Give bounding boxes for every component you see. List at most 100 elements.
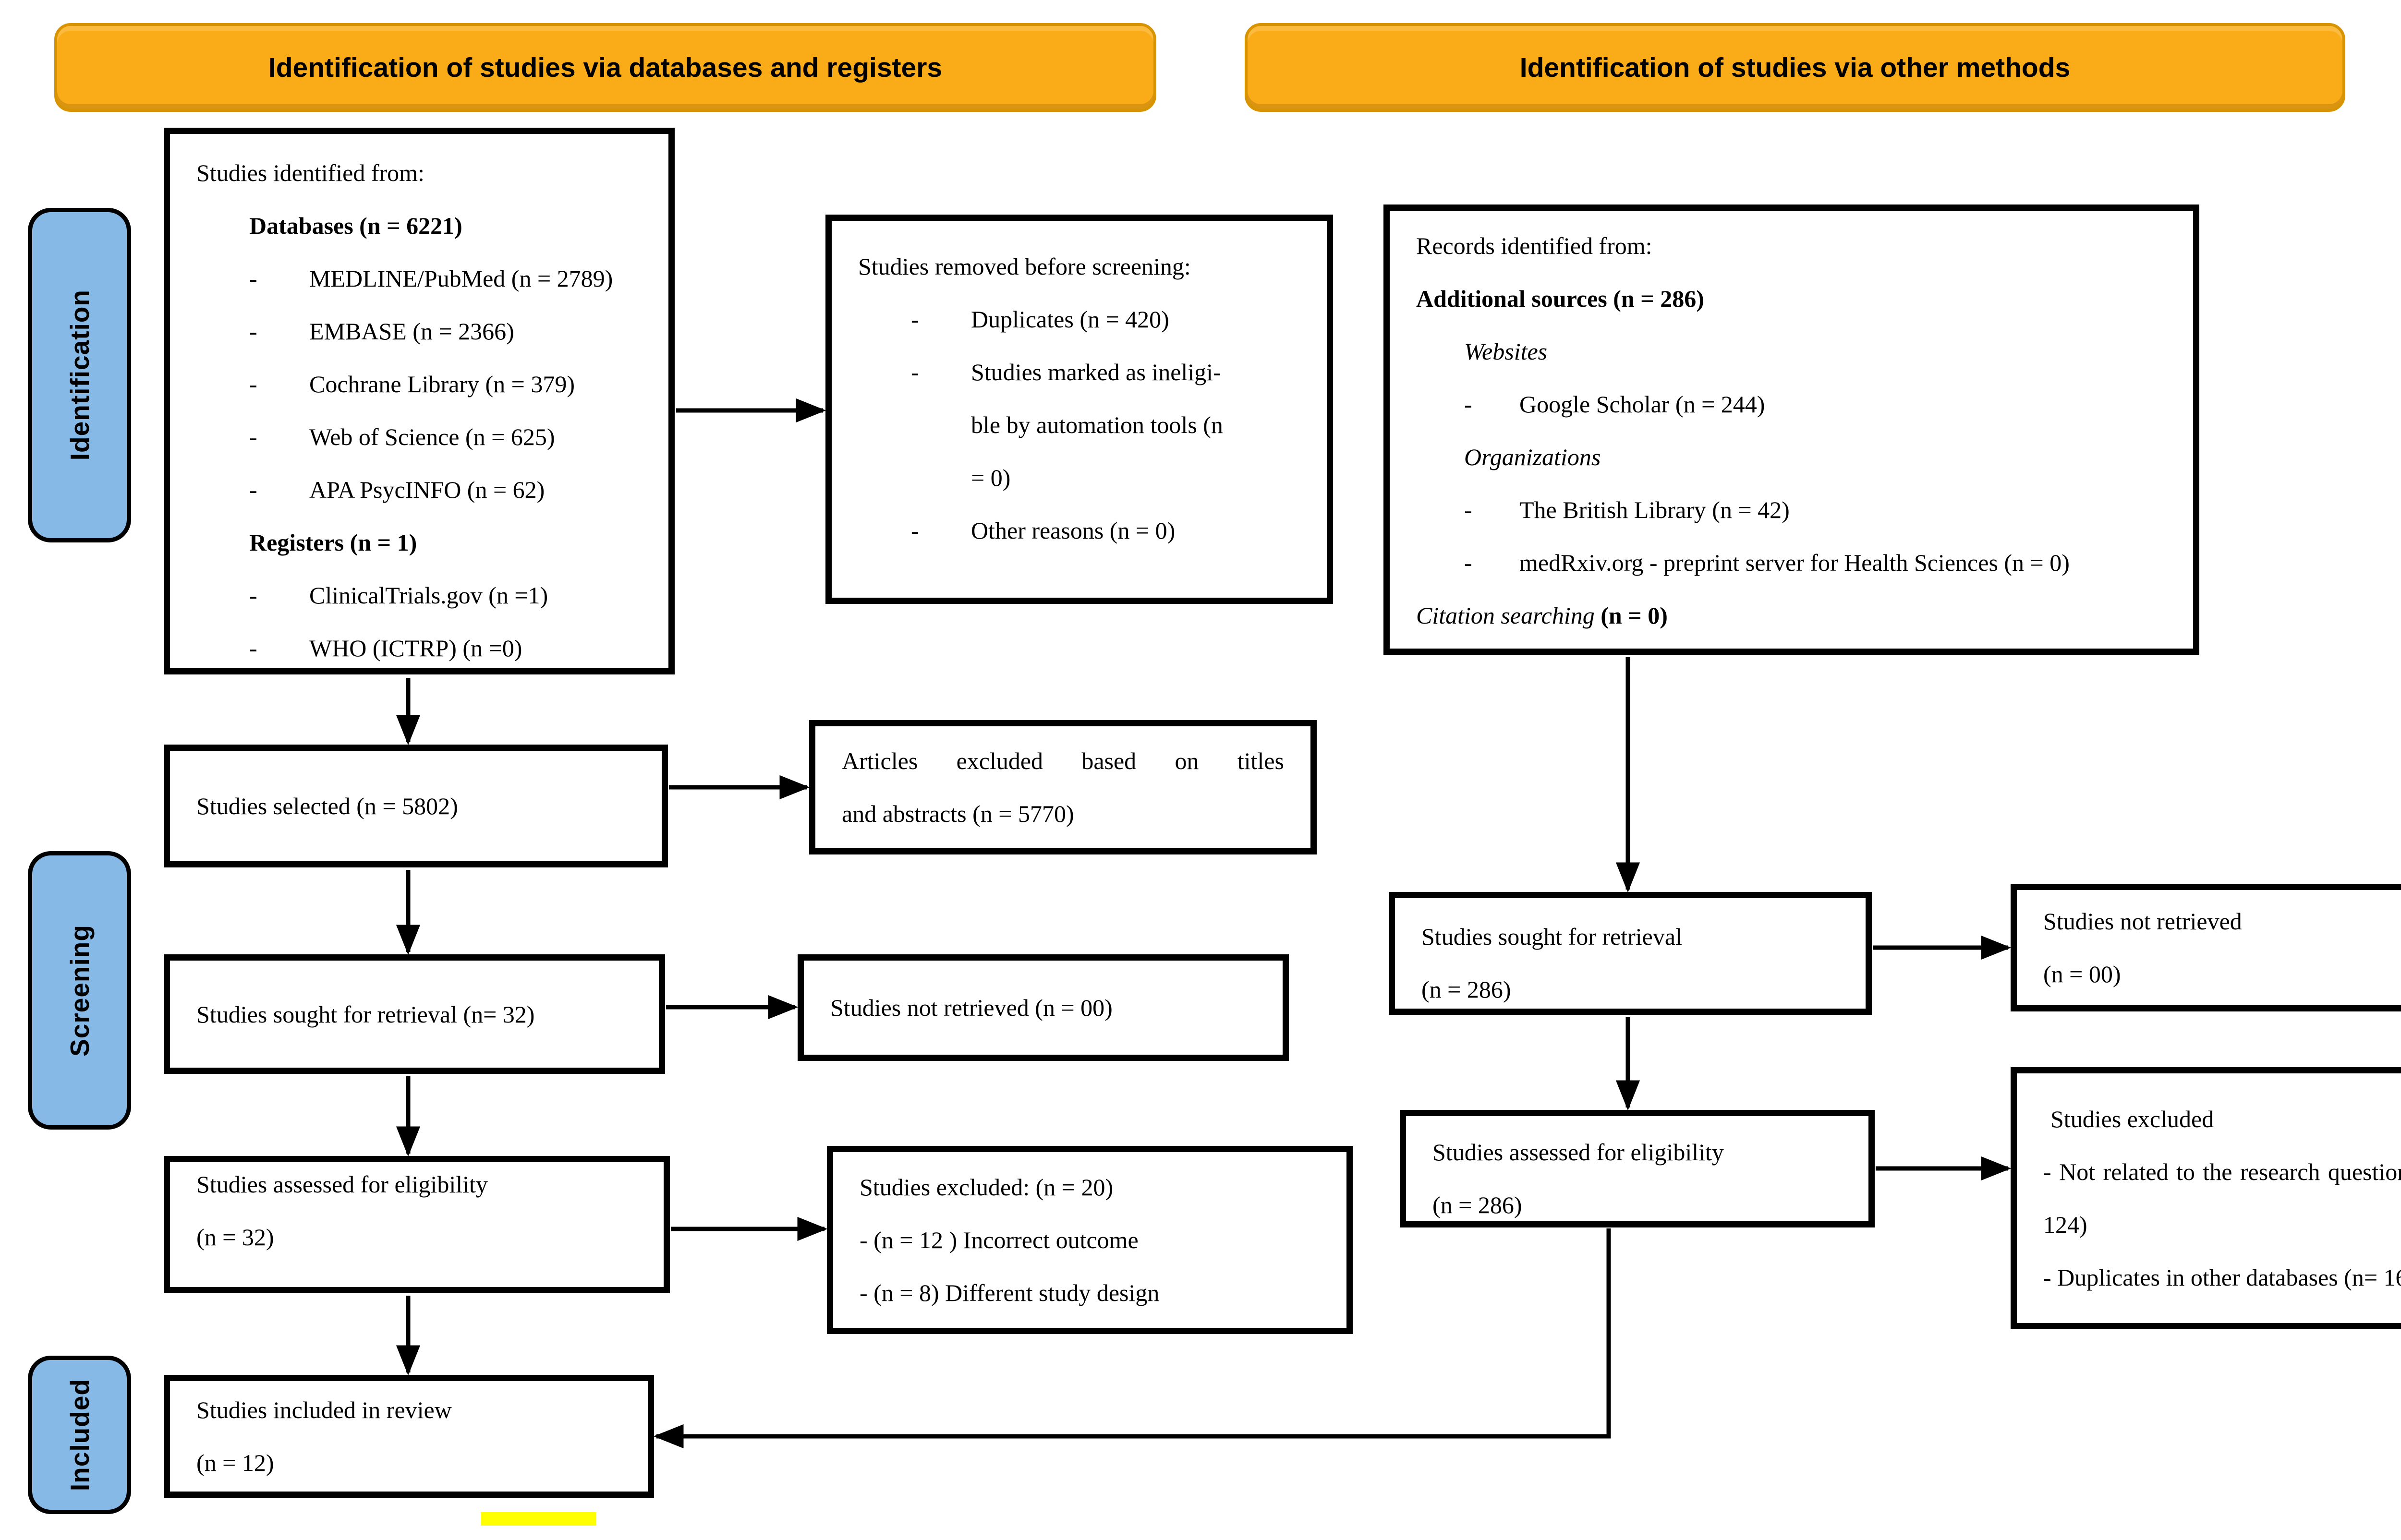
dash-marker: - (249, 371, 257, 397)
list-item: - MEDLINE/PubMed (n = 2789) (196, 252, 642, 305)
studies-assessed-other-line2: (n = 286) (1432, 1191, 1522, 1218)
records-identified-title: Records identified from: (1416, 232, 1652, 259)
db-item-psycinfo: APA PsycINFO (n = 62) (309, 476, 545, 503)
articles-excluded-line1: Articles excluded based on titles (842, 747, 1284, 774)
box-studies-included: Studies included in review (n = 12) (164, 1375, 654, 1498)
studies-not-retrieved-text: Studies not retrieved (n = 00) (830, 994, 1113, 1021)
box-studies-sought: Studies sought for retrieval (n= 32) (164, 954, 665, 1074)
box-studies-excluded-reasons: Studies excluded: (n = 20) - (n = 12 ) I… (827, 1146, 1353, 1334)
studies-excluded-other-title: Studies excluded (2050, 1106, 2214, 1132)
list-item: - Studies marked as ineligi- ble by auto… (858, 346, 1300, 504)
citation-searching-count: (n = 0) (1601, 602, 1668, 629)
databases-heading: Databases (n = 6221) (249, 212, 462, 239)
stage-screening-label: Screening (64, 924, 95, 1057)
db-item-cochrane: Cochrane Library (n = 379) (309, 371, 575, 397)
list-item: - Duplicates (n = 420) (858, 293, 1300, 346)
studies-sought-other-line2: (n = 286) (1421, 976, 1511, 1003)
dash-marker: - (249, 423, 257, 450)
list-item: - Cochrane Library (n = 379) (196, 358, 642, 410)
dash-marker: - (249, 265, 257, 292)
box-studies-not-retrieved-other: Studies not retrieved (n = 00) (2011, 884, 2401, 1011)
box-studies-selected: Studies selected (n = 5802) (164, 745, 668, 867)
studies-selected-text: Studies selected (n = 5802) (196, 793, 458, 819)
removed-item-automation-line2: ble by automation tools (n (971, 411, 1223, 438)
studies-sought-other-line1: Studies sought for retrieval (1421, 923, 1682, 950)
dash-marker: - (249, 476, 257, 503)
dash-marker: - (1464, 391, 1472, 418)
orgs-item-british-library: The British Library (n = 42) (1519, 496, 1790, 523)
registers-heading: Registers (n = 1) (249, 529, 417, 556)
removed-item-automation-line1: Studies marked as ineligi- (971, 359, 1221, 385)
studies-excluded-other-item1-line2: 124) (2043, 1211, 2087, 1238)
list-item: - Other reasons (n = 0) (858, 504, 1300, 557)
organizations-subheading: Organizations (1464, 444, 1601, 470)
stage-included-label: Included (64, 1378, 95, 1492)
box-records-identified: Records identified from: Additional sour… (1383, 205, 2199, 655)
studies-included-line1: Studies included in review (196, 1396, 452, 1423)
banner-other-methods-label: Identification of studies via other meth… (1519, 52, 2071, 83)
studies-not-retrieved-other-line1: Studies not retrieved (2043, 908, 2242, 935)
box-studies-not-retrieved: Studies not retrieved (n = 00) (798, 954, 1289, 1061)
citation-searching-label: Citation searching (1416, 602, 1595, 629)
box-studies-identified: Studies identified from: Databases (n = … (164, 128, 675, 674)
db-item-medline: MEDLINE/PubMed (n = 2789) (309, 265, 613, 292)
orgs-item-medrxiv: medRxiv.org - preprint server for Health… (1519, 549, 2070, 576)
reg-item-who: WHO (ICTRP) (n =0) (309, 635, 522, 662)
dash-marker: - (911, 517, 919, 544)
dash-marker: - (1464, 549, 1472, 576)
banner-other-methods: Identification of studies via other meth… (1245, 23, 2345, 112)
additional-sources-heading: Additional sources (n = 286) (1416, 285, 1704, 312)
studies-assessed-line2: (n = 32) (196, 1224, 274, 1251)
websites-subheading: Websites (1464, 338, 1548, 365)
studies-not-retrieved-other-line2: (n = 00) (2043, 961, 2121, 987)
dash-marker: - (1464, 496, 1472, 523)
dash-marker: - (249, 635, 257, 662)
studies-assessed-line1: Studies assessed for eligibility (196, 1171, 488, 1198)
db-item-embase: EMBASE (n = 2366) (309, 318, 514, 345)
yellow-highlight-mark (481, 1512, 596, 1526)
studies-removed-title: Studies removed before screening: (858, 253, 1191, 280)
stage-identification-label: Identification (64, 289, 95, 461)
dash-marker: - (911, 359, 919, 385)
reg-item-clinicaltrials: ClinicalTrials.gov (n =1) (309, 582, 548, 609)
studies-excluded-title: Studies excluded: (n = 20) (860, 1174, 1114, 1201)
box-articles-excluded: Articles excluded based on titles and ab… (809, 720, 1317, 854)
stage-included: Included (28, 1356, 131, 1514)
box-studies-sought-other: Studies sought for retrieval (n = 286) (1389, 892, 1872, 1015)
banner-databases-registers-label: Identification of studies via databases … (268, 52, 943, 83)
dash-marker: - (249, 582, 257, 609)
box-studies-excluded-other: Studies excluded - Not related to the re… (2011, 1067, 2401, 1329)
studies-excluded-item2: - (n = 8) Different study design (860, 1279, 1160, 1306)
list-item: - APA PsycINFO (n = 62) (196, 463, 642, 516)
removed-item-automation-line3: = 0) (971, 464, 1011, 491)
studies-sought-text: Studies sought for retrieval (n= 32) (196, 1000, 535, 1028)
list-item: - EMBASE (n = 2366) (196, 305, 642, 358)
dash-marker: - (911, 306, 919, 333)
db-item-wos: Web of Science (n = 625) (309, 423, 555, 450)
studies-assessed-other-line1: Studies assessed for eligibility (1432, 1138, 1724, 1166)
removed-item-duplicates: Duplicates (n = 420) (971, 306, 1169, 333)
box-studies-assessed-other: Studies assessed for eligibility (n = 28… (1400, 1110, 1875, 1227)
studies-excluded-other-item1-line1: - Not related to the research question (… (2043, 1158, 2401, 1185)
list-item: - ClinicalTrials.gov (n =1) (196, 569, 642, 622)
list-item: - Google Scholar (n = 244) (1416, 378, 2167, 431)
list-item: - medRxiv.org - preprint server for Heal… (1416, 536, 2167, 589)
stage-screening: Screening (28, 851, 131, 1130)
removed-item-other: Other reasons (n = 0) (971, 517, 1176, 544)
box-studies-assessed: Studies assessed for eligibility (n = 32… (164, 1156, 670, 1293)
stage-identification: Identification (28, 208, 131, 542)
studies-excluded-item1: - (n = 12 ) Incorrect outcome (860, 1227, 1139, 1253)
websites-item-google-scholar: Google Scholar (n = 244) (1519, 391, 1765, 418)
removed-item-automation: Studies marked as ineligi- ble by automa… (971, 346, 1223, 504)
studies-excluded-other-item2: - Duplicates in other databases (n= 162) (2043, 1264, 2401, 1291)
citation-searching-line: Citation searching (n = 0) (1416, 589, 2167, 642)
banner-databases-registers: Identification of studies via databases … (54, 23, 1156, 112)
list-item: - The British Library (n = 42) (1416, 483, 2167, 536)
list-item: - WHO (ICTRP) (n =0) (196, 622, 642, 674)
box-studies-removed: Studies removed before screening: - Dupl… (825, 215, 1333, 604)
dash-marker: - (249, 318, 257, 345)
list-item: - Web of Science (n = 625) (196, 410, 642, 463)
articles-excluded-line2: and abstracts (n = 5770) (842, 800, 1074, 827)
studies-identified-title: Studies identified from: (196, 159, 424, 186)
